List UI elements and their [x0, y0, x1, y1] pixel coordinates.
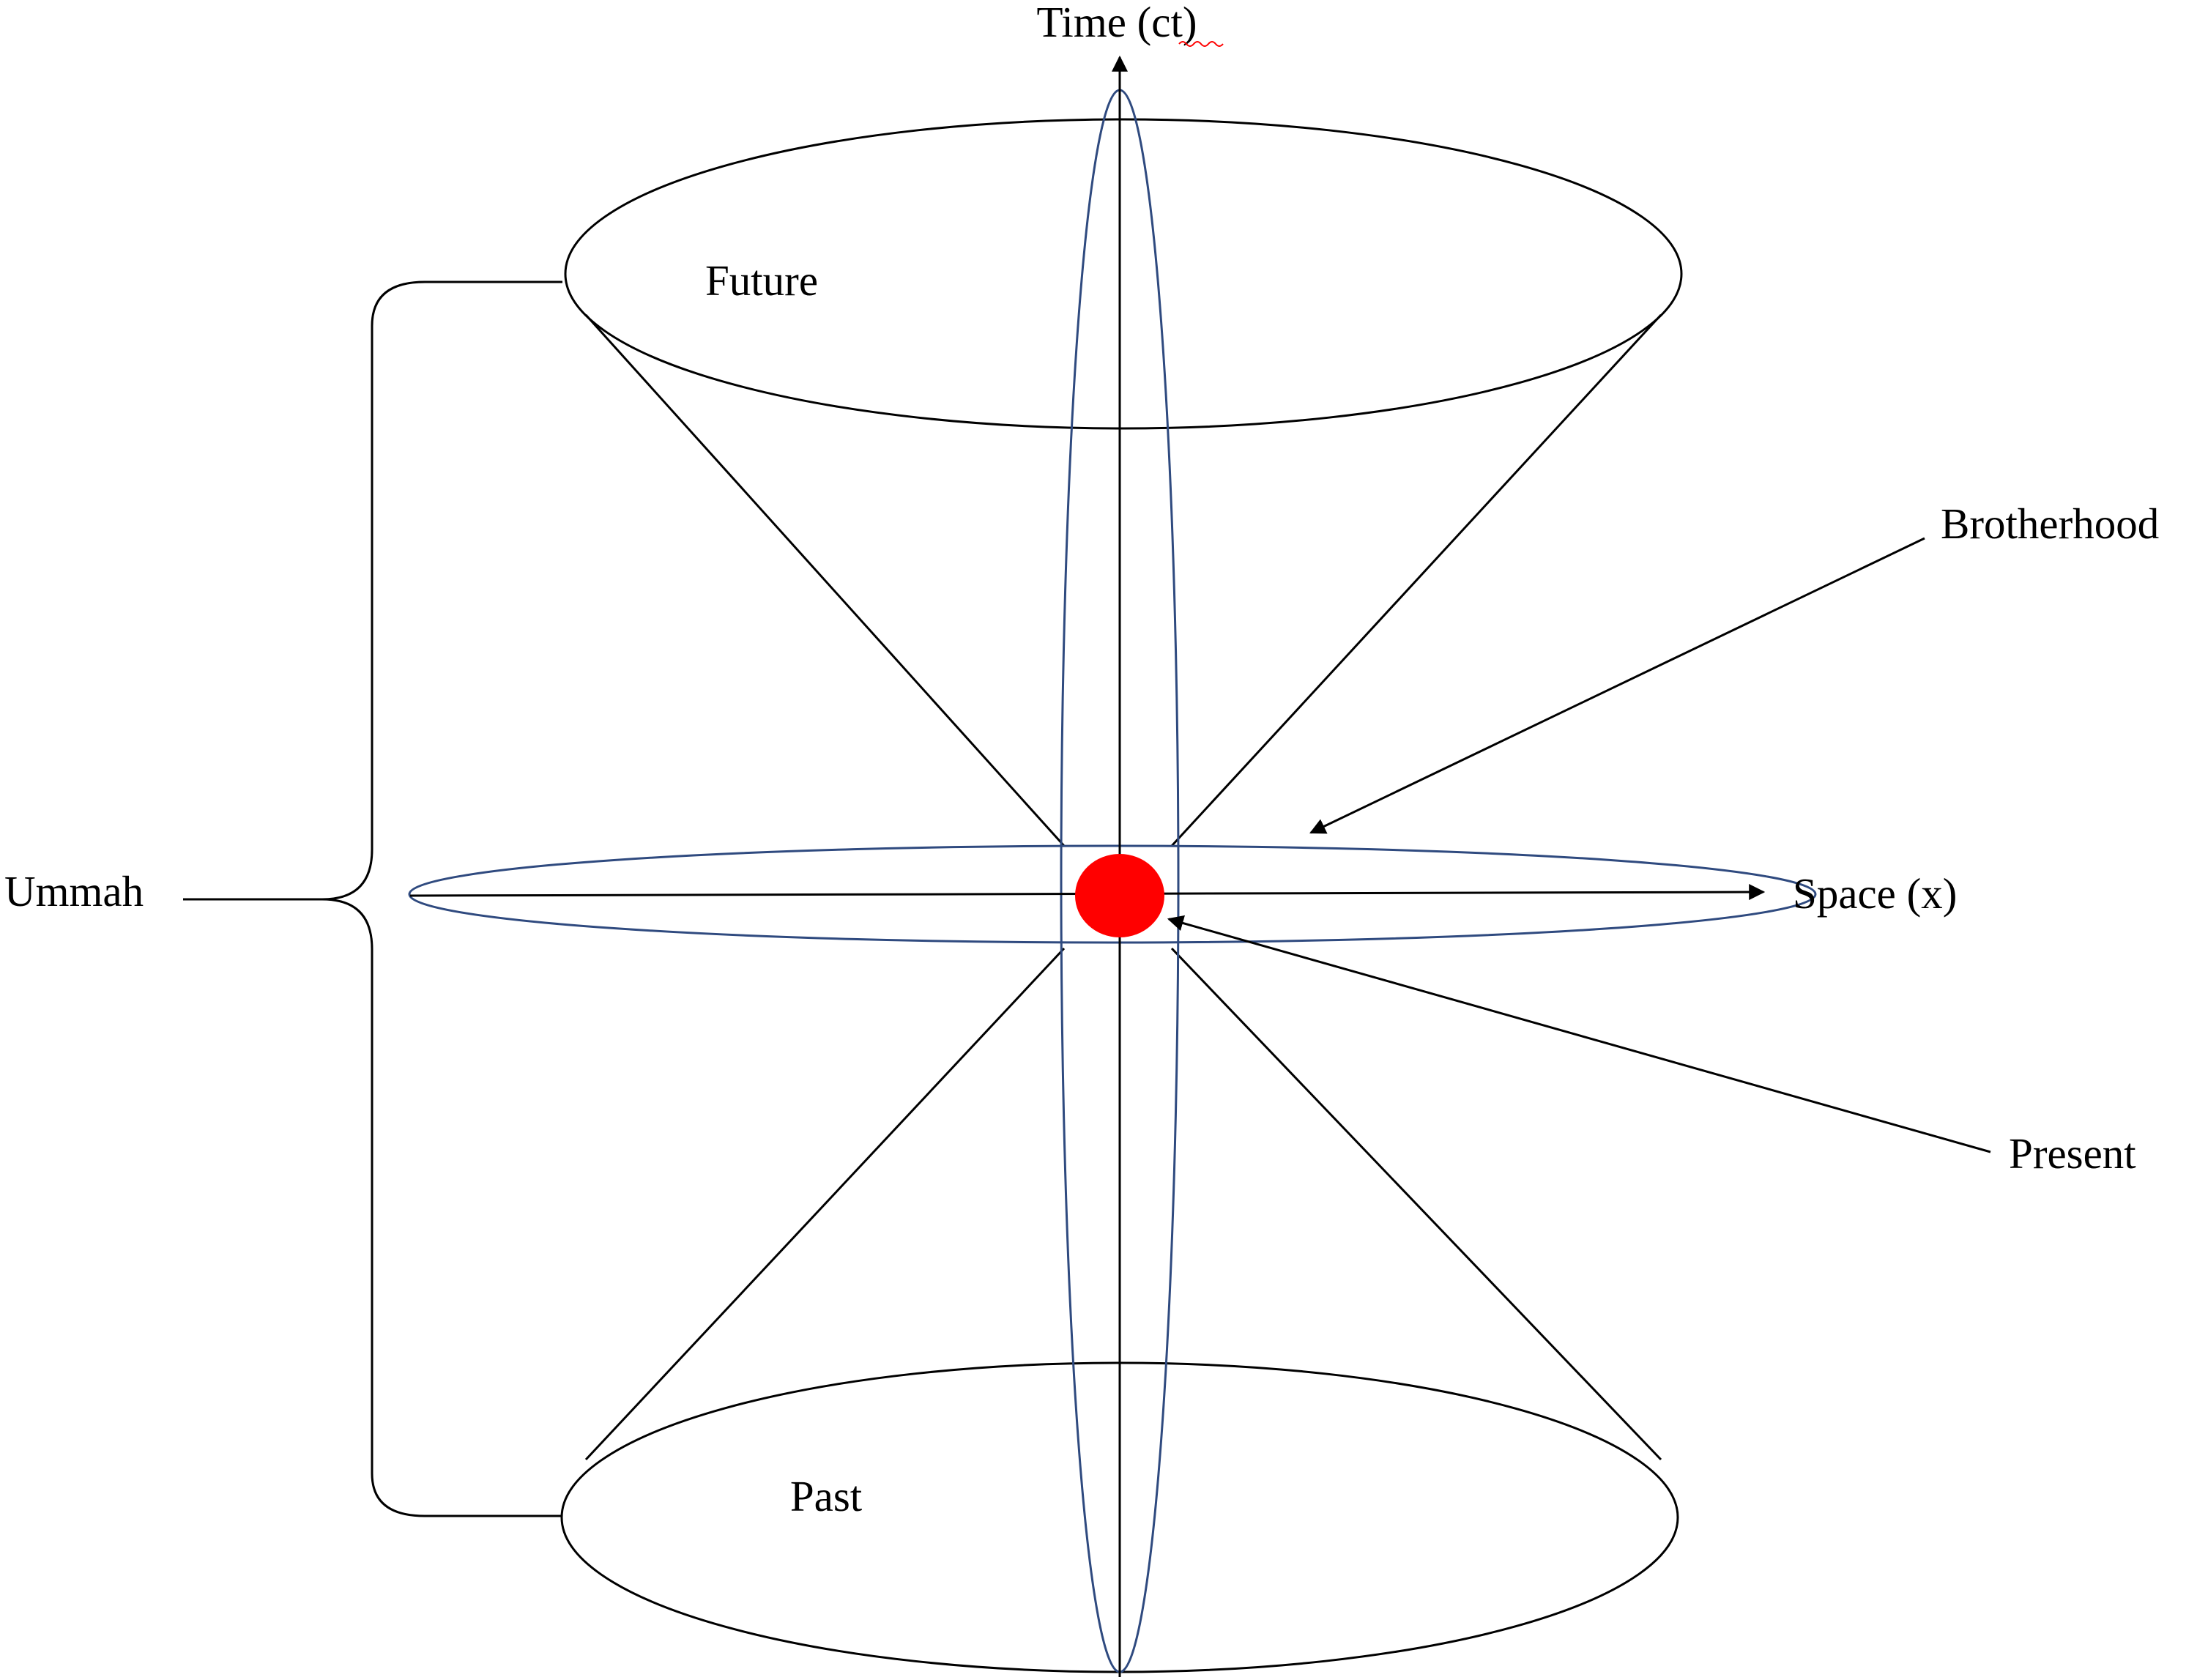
time-axis-label: Time (ct) [1036, 0, 1197, 46]
present-event-dot [1075, 854, 1164, 937]
brotherhood-blue-ellipse [408, 844, 1817, 944]
space-axis-label: Space (x) [1793, 869, 1957, 918]
present-arrow [1167, 915, 1991, 1153]
past-label: Past [790, 1472, 863, 1520]
past-cone-left-edge [584, 947, 1066, 1461]
ummah-label: Ummah [4, 867, 144, 915]
ummah-brace [183, 280, 562, 1517]
spellcheck-underline [1178, 41, 1224, 47]
future-cone-right-edge [1170, 313, 1662, 847]
future-cone-left-edge [584, 313, 1066, 847]
brotherhood-arrow [1309, 537, 1925, 834]
future-ellipse [564, 118, 1683, 430]
present-label: Present [2009, 1129, 2136, 1178]
brotherhood-label: Brotherhood [1941, 499, 2159, 548]
future-label: Future [705, 256, 818, 305]
past-cone-right-edge [1170, 947, 1662, 1461]
